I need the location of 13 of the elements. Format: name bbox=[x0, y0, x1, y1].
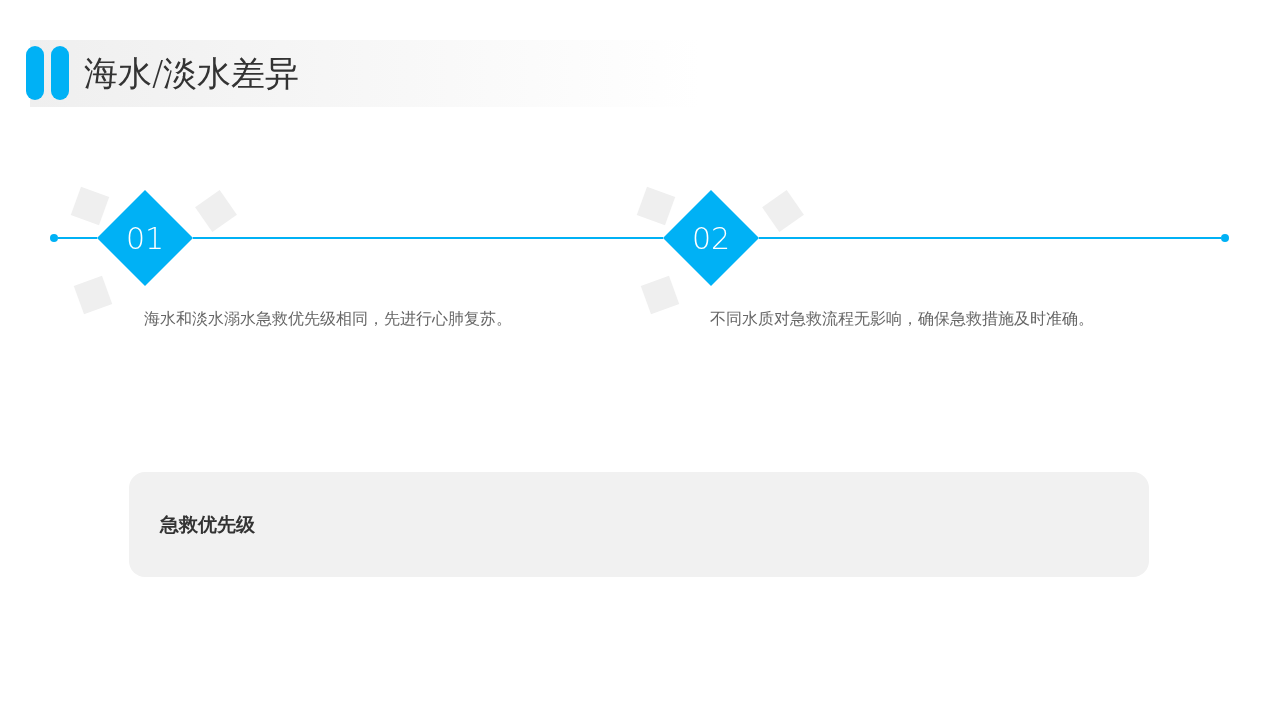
timeline-line bbox=[758, 237, 1222, 239]
number-diamond bbox=[97, 190, 193, 286]
number-diamond bbox=[663, 190, 759, 286]
step-number: 02 bbox=[691, 219, 731, 258]
step-description: 海水和淡水溺水急救优先级相同，先进行心肺复苏。 bbox=[144, 308, 512, 330]
timeline-dot bbox=[1221, 234, 1229, 242]
timeline-dot bbox=[50, 234, 58, 242]
panel-heading: 急救优先级 bbox=[160, 512, 255, 538]
step-description: 不同水质对急救流程无影响，确保急救措施及时准确。 bbox=[710, 308, 1094, 330]
step-number: 01 bbox=[125, 219, 165, 258]
timeline-line bbox=[57, 237, 98, 239]
timeline-line bbox=[192, 237, 664, 239]
slide-title: 海水/淡水差异 bbox=[84, 52, 300, 95]
